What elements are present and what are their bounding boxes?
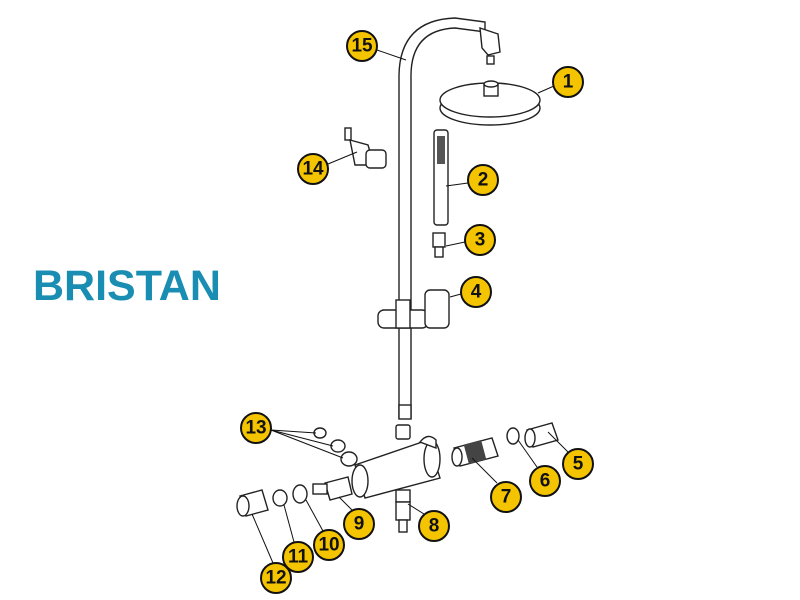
part-wall-bracket	[344, 127, 387, 169]
part-temperature-handle	[524, 422, 559, 448]
bristan-logo: BRISTAN	[33, 262, 221, 310]
callout-3: 3	[464, 224, 496, 256]
svg-text:2: 2	[478, 170, 489, 191]
callout-11: 11	[282, 541, 314, 573]
part-flow-nut	[292, 484, 308, 504]
part-connector	[432, 232, 446, 258]
svg-text:6: 6	[540, 471, 551, 492]
callout-1: 1	[552, 66, 584, 98]
part-adapter	[272, 489, 288, 507]
svg-text:9: 9	[354, 514, 365, 535]
callout-4: 4	[460, 276, 492, 308]
callout-13: 13	[240, 412, 272, 444]
svg-text:4: 4	[471, 282, 482, 303]
part-flow-cartridge	[312, 476, 353, 501]
part-flow-handle	[236, 489, 269, 517]
svg-text:7: 7	[501, 487, 512, 508]
part-valve-body	[351, 424, 441, 499]
callout-9: 9	[343, 508, 375, 540]
part-riser-rail	[398, 17, 501, 420]
part-cartridge	[451, 437, 499, 467]
svg-text:10: 10	[318, 535, 339, 556]
part-seals	[313, 427, 358, 467]
svg-text:1: 1	[563, 72, 574, 93]
callout-5: 5	[562, 448, 594, 480]
callout-14: 14	[297, 153, 329, 185]
svg-text:5: 5	[573, 454, 584, 475]
callout-10: 10	[313, 529, 345, 561]
part-shower-head	[439, 80, 541, 126]
callout-8: 8	[418, 510, 450, 542]
part-handset	[433, 129, 449, 226]
part-outlet	[395, 489, 411, 533]
svg-text:15: 15	[351, 36, 373, 57]
callout-2: 2	[467, 164, 499, 196]
svg-text:11: 11	[288, 547, 309, 568]
part-slider-bracket	[377, 289, 450, 329]
callout-12: 12	[260, 562, 292, 594]
svg-text:14: 14	[302, 159, 324, 180]
callout-7: 7	[490, 481, 522, 513]
svg-text:13: 13	[245, 418, 266, 439]
callout-6: 6	[529, 465, 561, 497]
part-nut	[506, 427, 520, 445]
leader-lines	[251, 49, 569, 564]
svg-text:3: 3	[475, 230, 486, 251]
svg-text:12: 12	[265, 568, 286, 589]
callout-15: 15	[346, 30, 378, 62]
svg-text:8: 8	[429, 516, 440, 537]
